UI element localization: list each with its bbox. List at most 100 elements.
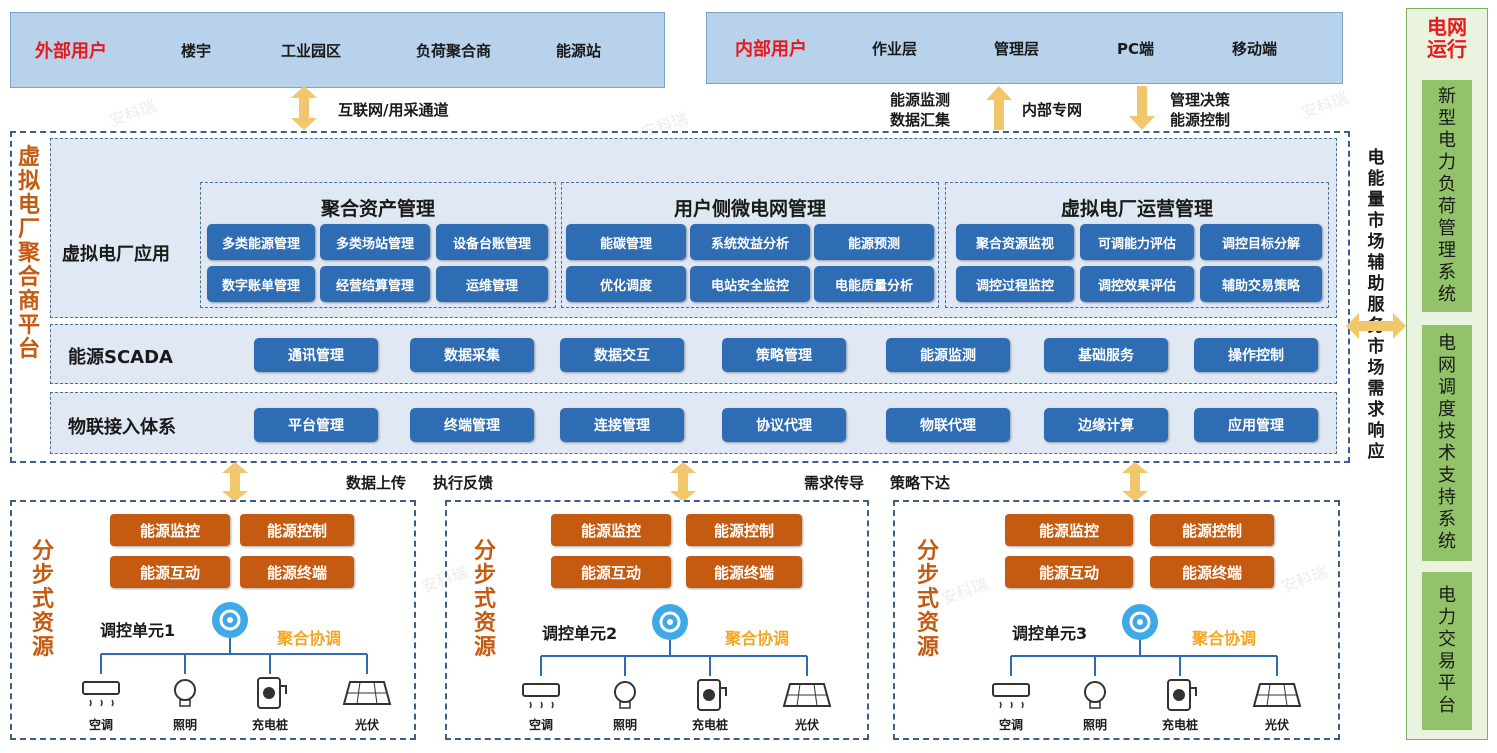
gear-hub-icon (212, 602, 248, 638)
grid-system-box: 新型电力负荷管理系统 (1422, 80, 1472, 312)
energy-interaction-button[interactable]: 能源互动 (1005, 556, 1133, 588)
energy-monitor-button[interactable]: 能源监控 (110, 514, 230, 546)
device-label: 照明 (172, 718, 197, 732)
scada-button[interactable]: 基础服务 (1044, 338, 1168, 372)
function-button[interactable]: 优化调度 (566, 266, 686, 302)
function-button[interactable]: 多类能源管理 (207, 224, 315, 260)
upload-label: 数据上传 (346, 474, 407, 492)
function-button[interactable]: 调控过程监控 (956, 266, 1074, 302)
markets-label: 电能量市场 辅助服务市场 需求响应 (1367, 148, 1385, 462)
scada-layer-name: 能源SCADA (68, 347, 173, 368)
gear-hub-icon (1122, 604, 1158, 640)
iot-button[interactable]: 协议代理 (722, 408, 846, 442)
energy-terminal-button[interactable]: 能源终端 (1150, 556, 1274, 588)
energy-control-button[interactable]: 能源控制 (1150, 514, 1274, 546)
function-button[interactable]: 经营结算管理 (320, 266, 430, 302)
control-unit-label: 调控单元3 (1012, 624, 1088, 643)
demand-label: 需求传导 (804, 474, 865, 492)
solar-panel-icon (1252, 683, 1302, 707)
iot-button[interactable]: 连接管理 (560, 408, 684, 442)
scada-button[interactable]: 通讯管理 (254, 338, 378, 372)
function-button[interactable]: 聚合资源监视 (956, 224, 1074, 260)
function-button[interactable]: 能碳管理 (566, 224, 686, 260)
device-label: 光伏 (1264, 718, 1289, 732)
private-net-label: 内部专网 (1022, 101, 1083, 119)
device-label: 照明 (1082, 718, 1107, 732)
group-title: 虚拟电厂运营管理 (1060, 198, 1213, 220)
function-button[interactable]: 能源预测 (814, 224, 934, 260)
scada-button[interactable]: 能源监测 (886, 338, 1010, 372)
asset-management-group (200, 182, 556, 308)
iot-button[interactable]: 物联代理 (886, 408, 1010, 442)
energy-control-button[interactable]: 能源控制 (686, 514, 802, 546)
monitor-label-1: 能源监测 (890, 91, 951, 109)
energy-monitor-button[interactable]: 能源监控 (1005, 514, 1133, 546)
resource2-double-arrow (670, 462, 696, 502)
device-label: 光伏 (354, 718, 379, 732)
function-button[interactable]: 设备台账管理 (436, 224, 548, 260)
resource1-double-arrow (222, 462, 248, 502)
energy-interaction-button[interactable]: 能源互动 (110, 556, 230, 588)
platform-title: 虚拟电厂聚合商平台 (17, 145, 40, 362)
function-button[interactable]: 调控效果评估 (1080, 266, 1194, 302)
grid-system-label: 新型电力负荷管理系统 (1438, 86, 1456, 305)
solar-panel-icon (782, 683, 832, 707)
function-button[interactable]: 电能质量分析 (814, 266, 934, 302)
gear-hub-icon (652, 604, 688, 640)
watermark: 安科瑞 (1298, 88, 1351, 123)
resource3-double-arrow (1122, 462, 1148, 502)
iot-button[interactable]: 边缘计算 (1044, 408, 1168, 442)
internet-channel-label: 互联网/用采通道 (338, 101, 449, 119)
device-label: 充电桩 (251, 718, 288, 732)
device-label: 光伏 (794, 718, 819, 732)
function-button[interactable]: 数字账单管理 (207, 266, 315, 302)
group-title: 聚合资产管理 (320, 198, 435, 220)
scada-button[interactable]: 数据交互 (560, 338, 684, 372)
energy-monitor-button[interactable]: 能源监控 (551, 514, 671, 546)
app-layer-name: 虚拟电厂应用 (62, 244, 170, 265)
aggregation-coord-label: 聚合协调 (277, 629, 342, 648)
function-button[interactable]: 系统效益分析 (690, 224, 810, 260)
internal-users-bar: 内部用户 作业层 管理层 PC端 移动端 (706, 12, 1343, 84)
function-button[interactable]: 电站安全监控 (690, 266, 810, 302)
scada-button[interactable]: 数据采集 (410, 338, 534, 372)
internal-users-title: 内部用户 (735, 39, 807, 60)
up-arrow-icon (986, 86, 1012, 130)
energy-control-button[interactable]: 能源控制 (240, 514, 354, 546)
lightbulb-icon (614, 681, 636, 709)
decision-label-2: 能源控制 (1170, 111, 1231, 129)
function-button[interactable]: 辅助交易策略 (1200, 266, 1322, 302)
strategy-label: 策略下达 (890, 474, 951, 492)
grid-system-label: 电网调度技术支持系统 (1438, 333, 1456, 552)
energy-terminal-button[interactable]: 能源终端 (240, 556, 354, 588)
external-user-item: 能源站 (556, 41, 602, 60)
energy-interaction-button[interactable]: 能源互动 (551, 556, 671, 588)
function-button[interactable]: 多类场站管理 (320, 224, 430, 260)
function-button[interactable]: 可调能力评估 (1080, 224, 1194, 260)
scada-button[interactable]: 操作控制 (1194, 338, 1318, 372)
device-label: 充电桩 (1161, 718, 1198, 732)
down-arrow-icon (1129, 86, 1155, 130)
external-user-item: 工业园区 (281, 41, 342, 60)
device-label: 照明 (612, 718, 637, 732)
grid-system-box: 电力交易平台 (1422, 572, 1472, 730)
iot-button[interactable]: 终端管理 (410, 408, 534, 442)
energy-terminal-button[interactable]: 能源终端 (686, 556, 802, 588)
function-button[interactable]: 调控目标分解 (1200, 224, 1322, 260)
grid-system-box: 电网调度技术支持系统 (1422, 325, 1472, 561)
feedback-label: 执行反馈 (433, 474, 494, 492)
external-user-item: 楼宇 (181, 41, 212, 60)
solar-panel-icon (342, 681, 392, 705)
iot-button[interactable]: 平台管理 (254, 408, 378, 442)
aggregation-coord-label: 聚合协调 (725, 629, 790, 648)
internal-user-item: PC端 (1117, 39, 1155, 58)
device-label: 空调 (528, 718, 553, 732)
control-unit-label: 调控单元1 (100, 621, 176, 640)
scada-button[interactable]: 策略管理 (722, 338, 846, 372)
watermark: 安科瑞 (106, 96, 159, 131)
iot-button[interactable]: 应用管理 (1194, 408, 1318, 442)
function-button[interactable]: 运维管理 (436, 266, 548, 302)
monitor-label-2: 数据汇集 (890, 111, 951, 129)
charging-pile-icon (697, 679, 727, 711)
resource-tree-2 (522, 604, 832, 711)
